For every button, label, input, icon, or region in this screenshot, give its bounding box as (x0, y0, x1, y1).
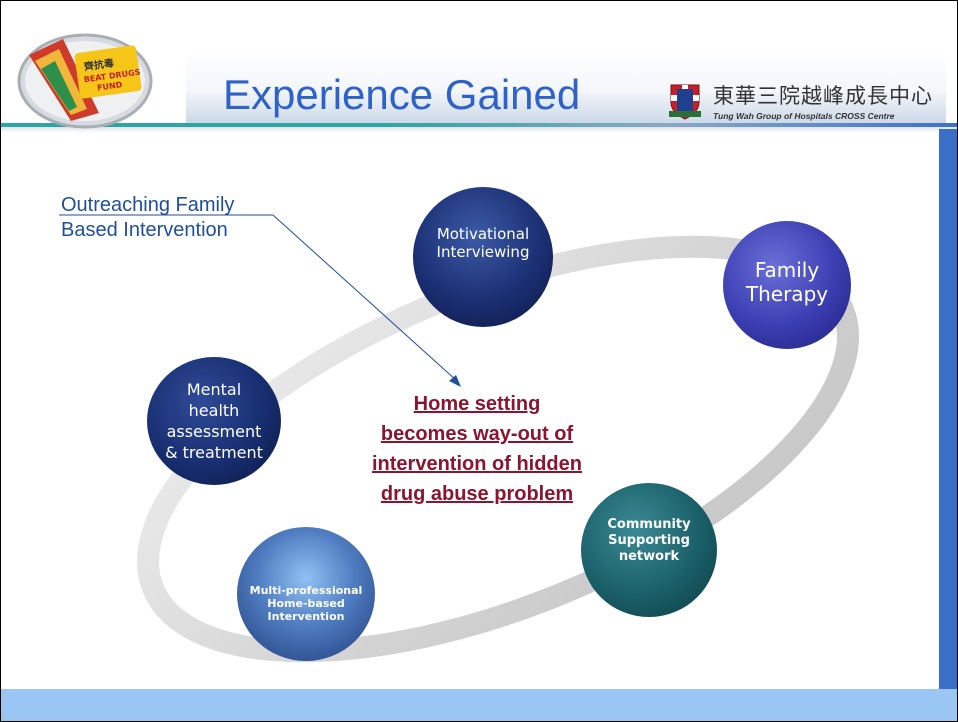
callout-arrowhead (449, 375, 461, 387)
node-motivational-label: Motivational Interviewing (436, 225, 530, 261)
organization-name-zh: 東華三院越峰成長中心 (713, 84, 933, 108)
center-line-2: becomes way-out of (380, 423, 574, 445)
center-line-1: Home setting (413, 393, 541, 415)
tung-wah-crest-icon (669, 84, 701, 120)
node-family-label: Family Therapy (745, 258, 829, 306)
node-multi-label: Multi-professional Home-based Interventi… (249, 583, 363, 623)
svg-text:齊抗毒: 齊抗毒 (82, 56, 115, 73)
node-mental-label: Mental health assessment & treatment (165, 380, 263, 462)
title-shadow (1, 127, 957, 133)
slide-title: Experience Gained (223, 71, 581, 118)
callout-text: Outreaching Family Based Intervention (61, 193, 234, 243)
right-accent-bar (939, 129, 957, 689)
node-motivational-interviewing: Motivational Interviewing (413, 187, 553, 327)
node-mental-health: Mental health assessment & treatment (147, 357, 281, 485)
node-community-network: Community Supporting network (581, 483, 717, 617)
callout-line-1: Outreaching Family (61, 194, 235, 216)
title-bar (186, 51, 946, 123)
node-community-label: Community Supporting network (607, 517, 691, 564)
node-multi-professional: Multi-professional Home-based Interventi… (237, 527, 375, 661)
bottom-accent-bar (1, 689, 957, 721)
svg-text:FUND: FUND (97, 80, 124, 92)
callout-line-2: Based Intervention (61, 219, 228, 241)
organization-name-en: Tung Wah Group of Hospitals CROSS Centre (713, 111, 895, 121)
title-rule (1, 123, 957, 127)
center-line-4: drug abuse problem (380, 483, 574, 505)
center-line-3: intervention of hidden (372, 453, 582, 475)
center-message: Home setting becomes way-out of interven… (337, 389, 617, 509)
beat-drugs-fund-logo: 齊抗毒 BEAT DRUGS FUND (17, 33, 153, 129)
callout-arrow-line (272, 214, 458, 382)
node-family-therapy: Family Therapy (723, 221, 851, 349)
